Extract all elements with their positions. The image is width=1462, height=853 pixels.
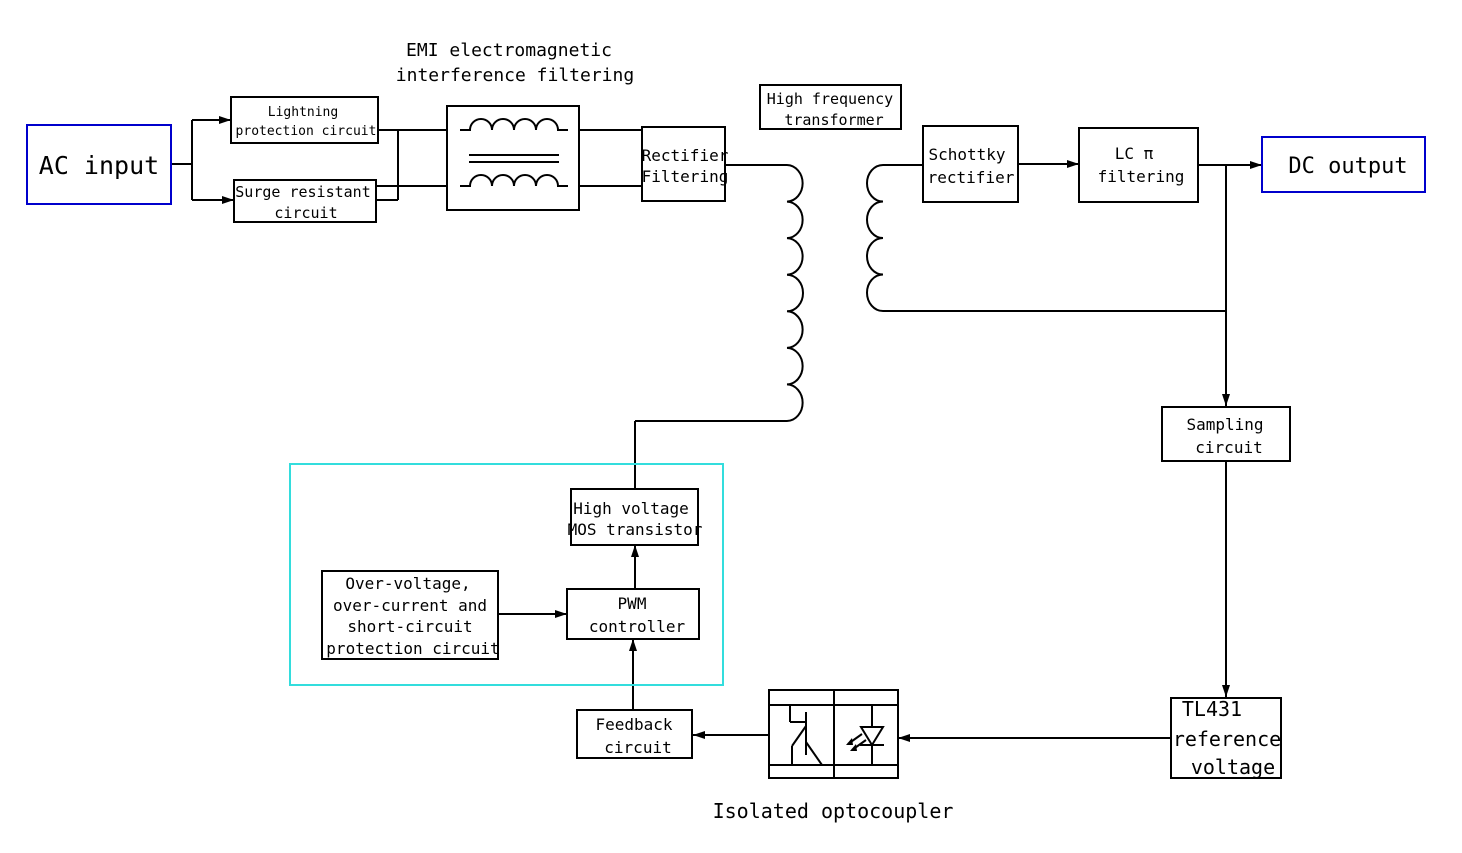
schottky-label-line2: rectifier: [928, 168, 1015, 187]
ac-input-block: AC input: [26, 124, 172, 205]
lightning-label-line1: Lightning: [268, 105, 338, 120]
dc-output-block: DC output: [1261, 136, 1426, 193]
emi-caption-line1: EMI electromagnetic: [406, 40, 612, 61]
sampling-label-line2: circuit: [1195, 438, 1262, 457]
protection-circuit-block: Over-voltage, over-current and short-cir…: [321, 570, 500, 660]
mos-label-line2: MOS transistor: [568, 520, 703, 539]
sampling-circuit-block: Sampling circuit: [1161, 406, 1291, 462]
common-mode-choke-icon: [446, 105, 580, 211]
tl431-label-line1: TL431: [1182, 697, 1242, 721]
rectifier-label-line2: Filtering: [642, 167, 729, 186]
hf-transformer-label-line2: transformer: [784, 111, 883, 129]
protection-label-line4: protection circuit: [326, 639, 499, 658]
feedback-circuit-block: Feedback circuit: [576, 709, 693, 759]
tl431-label-line3: voltage: [1191, 755, 1275, 779]
pwm-controller-block: PWM controller: [566, 588, 700, 640]
sampling-label-line1: Sampling: [1186, 415, 1263, 434]
mos-transistor-block: High voltage MOS transistor: [568, 488, 703, 546]
rectifier-label-line1: Rectifier: [642, 146, 729, 165]
ac-input-label: AC input: [39, 151, 159, 180]
transformer-secondary-winding-icon: [866, 164, 884, 312]
protection-label-line2: over-current and: [333, 596, 487, 615]
pwm-label-line2: controller: [589, 617, 686, 636]
schottky-rectifier-block: Schottky rectifier: [922, 125, 1019, 203]
transformer-primary-winding-icon: [786, 164, 804, 422]
lc-pi-filtering-block: LC π filtering: [1078, 127, 1199, 203]
lc-label-line2: filtering: [1098, 167, 1185, 186]
emi-caption-line2: interference filtering: [396, 65, 634, 86]
hf-transformer-label-line1: High frequency: [767, 90, 893, 108]
surge-label-line2: circuit: [274, 204, 337, 222]
lightning-protection-block: Lightning protection circuit: [230, 96, 379, 144]
lightning-label-line2: protection circuit: [236, 124, 377, 139]
tl431-reference-block: TL431 reference voltage: [1170, 697, 1282, 779]
surge-label-line1: Surge resistant: [235, 183, 370, 201]
rectifier-filtering-block: Rectifier Filtering: [641, 126, 729, 202]
optocoupler-caption: Isolated optocoupler: [713, 799, 954, 823]
mos-label-line1: High voltage: [573, 499, 689, 518]
connection-lines: [171, 116, 1262, 742]
tl431-label-line2: reference: [1173, 727, 1281, 751]
control-group-frame: [289, 463, 724, 686]
protection-label-line1: Over-voltage,: [345, 574, 470, 593]
protection-label-line3: short-circuit: [347, 617, 472, 636]
high-frequency-transformer-label: High frequency transformer: [759, 84, 902, 130]
feedback-label-line2: circuit: [604, 738, 671, 757]
dc-output-label: DC output: [1288, 154, 1407, 179]
surge-resistant-block: Surge resistant circuit: [233, 179, 377, 223]
feedback-label-line1: Feedback: [595, 715, 672, 734]
optocoupler-icon: [768, 689, 899, 779]
lc-label-line1: LC π: [1115, 144, 1154, 163]
schottky-label-line1: Schottky: [928, 145, 1005, 164]
pwm-label-line1: PWM: [618, 594, 647, 613]
